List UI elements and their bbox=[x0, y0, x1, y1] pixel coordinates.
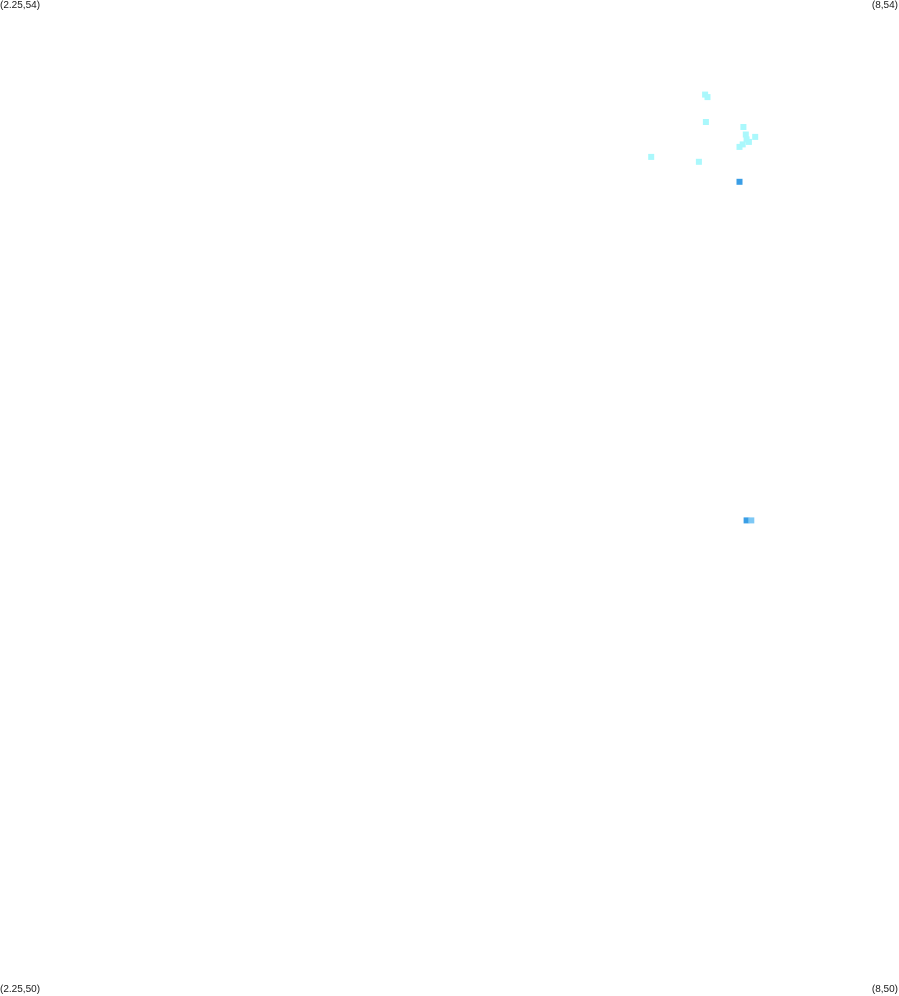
map-cell-light bbox=[648, 153, 655, 160]
map-cell-light bbox=[745, 138, 752, 145]
map-cell-light bbox=[704, 94, 711, 101]
map-cell-dark bbox=[736, 178, 743, 185]
corner-label-top-right: (8,54) bbox=[871, 0, 898, 11]
map-cell-light bbox=[695, 158, 702, 165]
corner-label-top-left: (2.25,54) bbox=[0, 0, 41, 11]
map-cell-light bbox=[739, 141, 746, 148]
corner-label-bottom-left: (2.25,50) bbox=[0, 984, 41, 995]
map-cell-light bbox=[752, 133, 759, 140]
map-cell-mid bbox=[748, 517, 755, 524]
map-cell-light bbox=[740, 124, 747, 130]
map-cell-light bbox=[702, 119, 709, 125]
map-cell-light bbox=[742, 131, 749, 138]
map-cell-light bbox=[736, 143, 743, 150]
corner-label-bottom-right: (8,50) bbox=[871, 984, 898, 995]
map-cell-dark bbox=[743, 517, 750, 524]
